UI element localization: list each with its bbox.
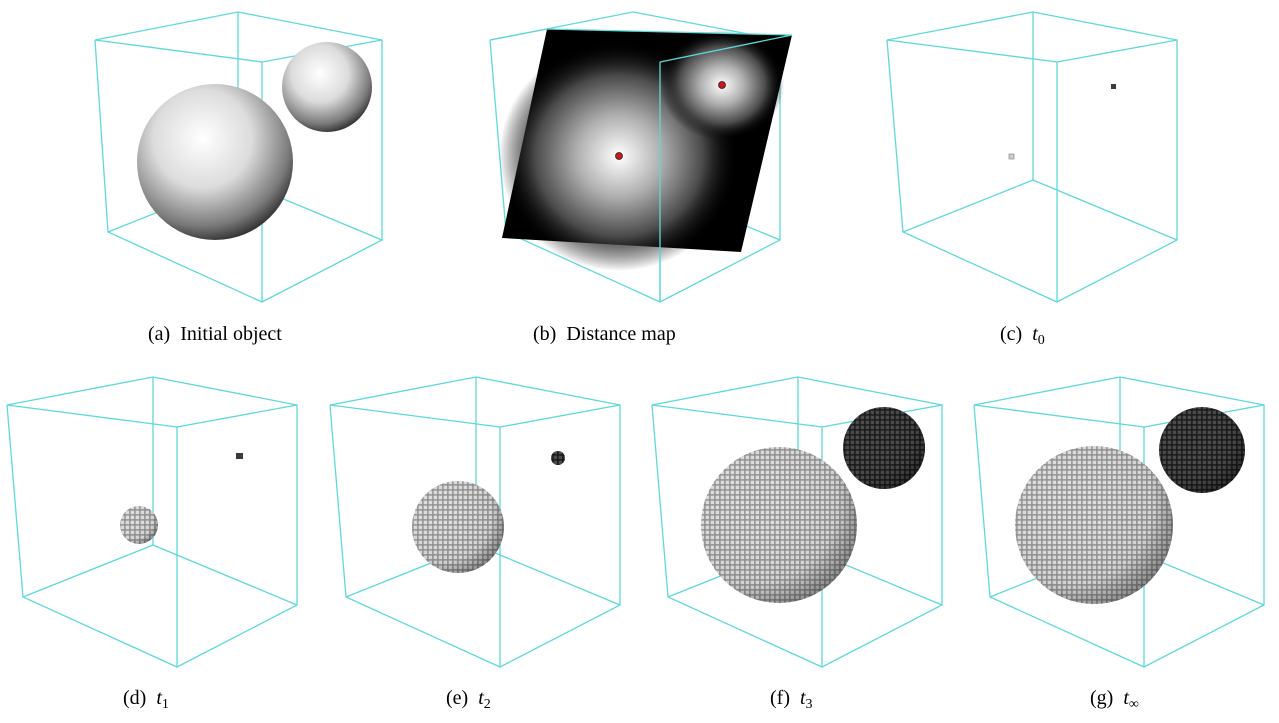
panel-c-t0 [885,10,1195,310]
caption-b: (b) Distance map [533,323,676,345]
caption-f: (f) t3 [770,687,813,712]
caption-a: (a) Initial object [148,323,282,345]
cube-frame-a [94,11,383,303]
panel-d-t1 [5,375,315,675]
seed-point-small [718,81,726,89]
seed-voxel-light [1008,153,1015,160]
cube-frame-d [6,376,298,668]
small-sphere [282,42,372,132]
large-sphere [137,84,293,240]
cube-frame-f [651,376,943,668]
dark-voxel-region [551,451,565,465]
panel-g-t-infinity [972,375,1279,675]
caption-g: (g) t∞ [1090,687,1139,712]
cube-frame-e [329,376,621,668]
caption-d: (d) t1 [123,687,169,712]
panel-f-t3 [650,375,960,675]
caption-e: (e) t2 [446,687,491,712]
caption-c: (c) t0 [1000,323,1045,348]
panel-b-distance-map [488,10,798,310]
dark-voxel-region [236,453,243,459]
cube-frame-c [886,11,1178,303]
panel-e-t2 [328,375,638,675]
panel-a-initial-object [90,10,400,310]
seed-voxel-dark [1111,84,1116,89]
cube-frame-g [973,376,1265,668]
seed-point-large [615,152,623,160]
cube-frame-b [489,11,793,303]
